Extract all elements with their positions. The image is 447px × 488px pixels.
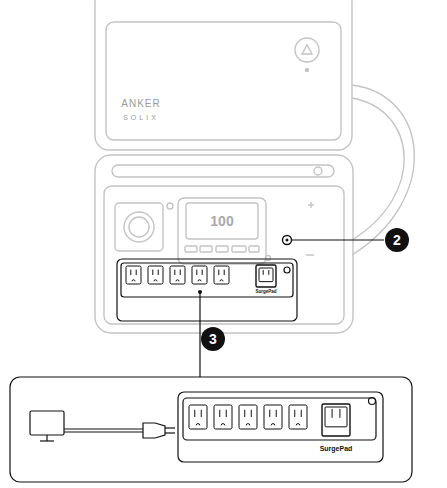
brand-subname: SOLIX: [123, 114, 159, 121]
inset-ac-outlets: [189, 404, 350, 436]
callout-3-leader: [198, 290, 225, 377]
ac-outlet-panel: [117, 259, 297, 321]
display-reading: 100: [210, 214, 233, 228]
callout-2-leader: [283, 228, 410, 252]
callout-number: 2: [393, 233, 401, 247]
outlet-label: SurgePad: [255, 290, 276, 295]
callout-number: 3: [209, 332, 217, 346]
outlet-label: SurgePad: [320, 445, 353, 452]
ac-outlets: [126, 265, 276, 287]
brand-name: ANKER: [121, 99, 160, 109]
device-outline: [95, 0, 414, 333]
detail-inset: [10, 377, 412, 482]
